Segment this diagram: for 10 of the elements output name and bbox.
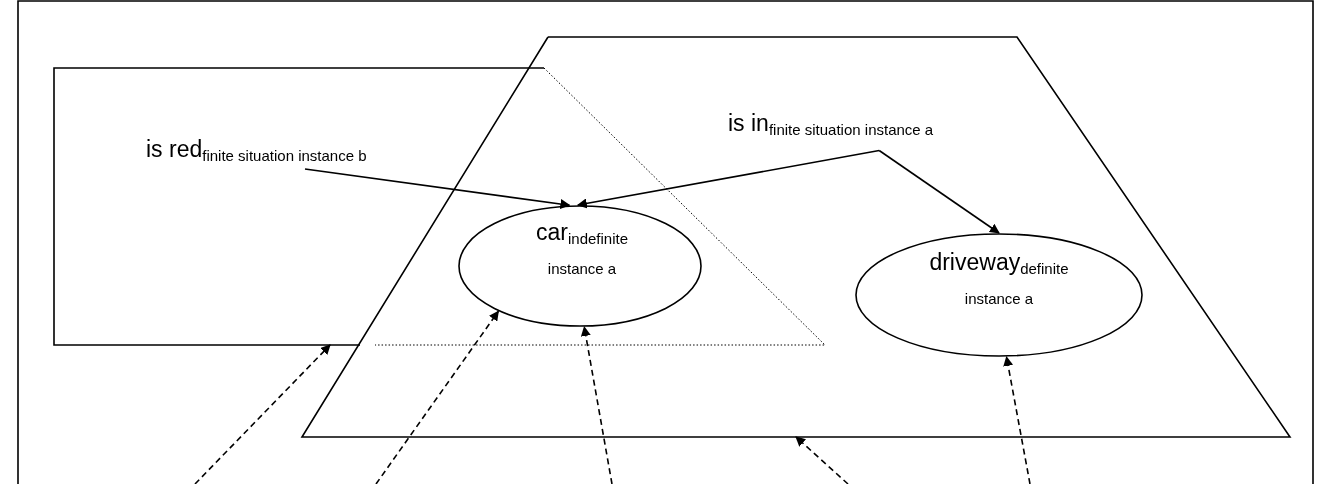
arrow — [795, 436, 849, 484]
arrow — [580, 326, 613, 484]
arrow — [304, 168, 571, 209]
arrow — [576, 149, 880, 209]
relation-label: is in$_{finite situation instance a}$ — [728, 110, 935, 140]
arrow — [1003, 355, 1031, 484]
relation-label: is red$_{finite situation instance b}$ — [146, 136, 368, 166]
arrow — [194, 344, 331, 484]
arrow — [878, 149, 1000, 234]
arrow — [375, 310, 500, 484]
